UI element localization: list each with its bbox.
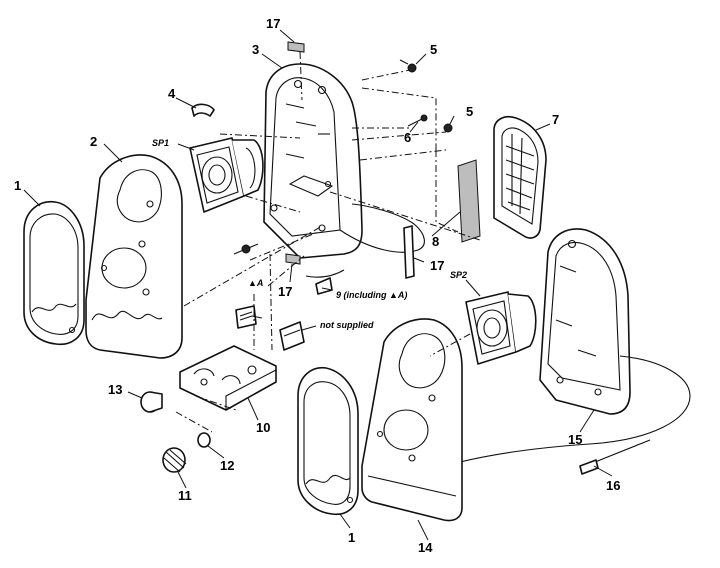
label-not-supplied: not supplied [320, 320, 374, 330]
leader-lines [23, 29, 613, 541]
label-10: 10 [256, 420, 270, 435]
label-15: 15 [568, 432, 582, 447]
label-6: 6 [404, 130, 411, 145]
part-1-bottom-grille[interactable] [297, 367, 359, 516]
part-6-screw[interactable] [407, 114, 428, 127]
speaker-sp2[interactable] [465, 291, 537, 365]
label-16: 16 [606, 478, 620, 493]
not-supplied-bracket[interactable] [279, 321, 305, 351]
part-labels: 17 3 5 4 5 6 7 2 SP1 1 8 17 17 ▲A 9 (inc… [14, 16, 620, 555]
label-5-top: 5 [430, 42, 437, 57]
label-12: 12 [220, 458, 234, 473]
label-17-mid: 17 [278, 284, 292, 299]
part-17-mid-pad[interactable] [285, 253, 301, 265]
part-8-foam[interactable] [457, 159, 481, 243]
part-2-left-baffle[interactable] [85, 154, 183, 359]
label-8: 8 [432, 234, 439, 249]
label-9: 9 (including ▲A) [336, 290, 407, 300]
part-1-left-grille[interactable] [23, 201, 85, 346]
label-2: 2 [90, 134, 97, 149]
label-sp1: SP1 [152, 138, 169, 148]
part-12-shaft[interactable] [197, 432, 211, 448]
label-17-top: 17 [266, 16, 280, 31]
label-3: 3 [252, 42, 259, 57]
label-1-bottom: 1 [348, 530, 355, 545]
label-11: 11 [178, 488, 192, 503]
jack-component[interactable] [235, 305, 257, 329]
part-16-cable[interactable] [579, 439, 651, 475]
part-17-right-strip[interactable] [403, 225, 415, 279]
part-14-right-baffle[interactable] [361, 318, 463, 522]
part-13-knob-cap[interactable] [140, 391, 163, 413]
part-11-knob[interactable] [162, 447, 187, 473]
label-4: 4 [168, 86, 176, 101]
part-5-mid-screw[interactable] [443, 123, 453, 133]
part-7-rear-grille[interactable] [493, 115, 547, 239]
part-17-top-pad[interactable] [287, 41, 305, 101]
label-7: 7 [552, 112, 559, 127]
label-17-right: 17 [430, 258, 444, 273]
label-13: 13 [108, 382, 122, 397]
label-a-mark: ▲A [248, 278, 263, 288]
part-10-circuit-board[interactable] [179, 345, 277, 411]
label-14: 14 [418, 540, 433, 555]
a-mark-terminal[interactable] [233, 243, 259, 255]
assembly-guide-lines [175, 69, 481, 433]
part-3-left-cabinet[interactable] [263, 63, 425, 259]
label-5-mid: 5 [466, 104, 473, 119]
part-4-clip[interactable] [191, 103, 215, 117]
part-15-right-cabinet[interactable] [459, 228, 691, 463]
speaker-sp1[interactable] [189, 137, 264, 213]
label-sp2: SP2 [450, 270, 467, 280]
label-1-left: 1 [14, 178, 21, 193]
